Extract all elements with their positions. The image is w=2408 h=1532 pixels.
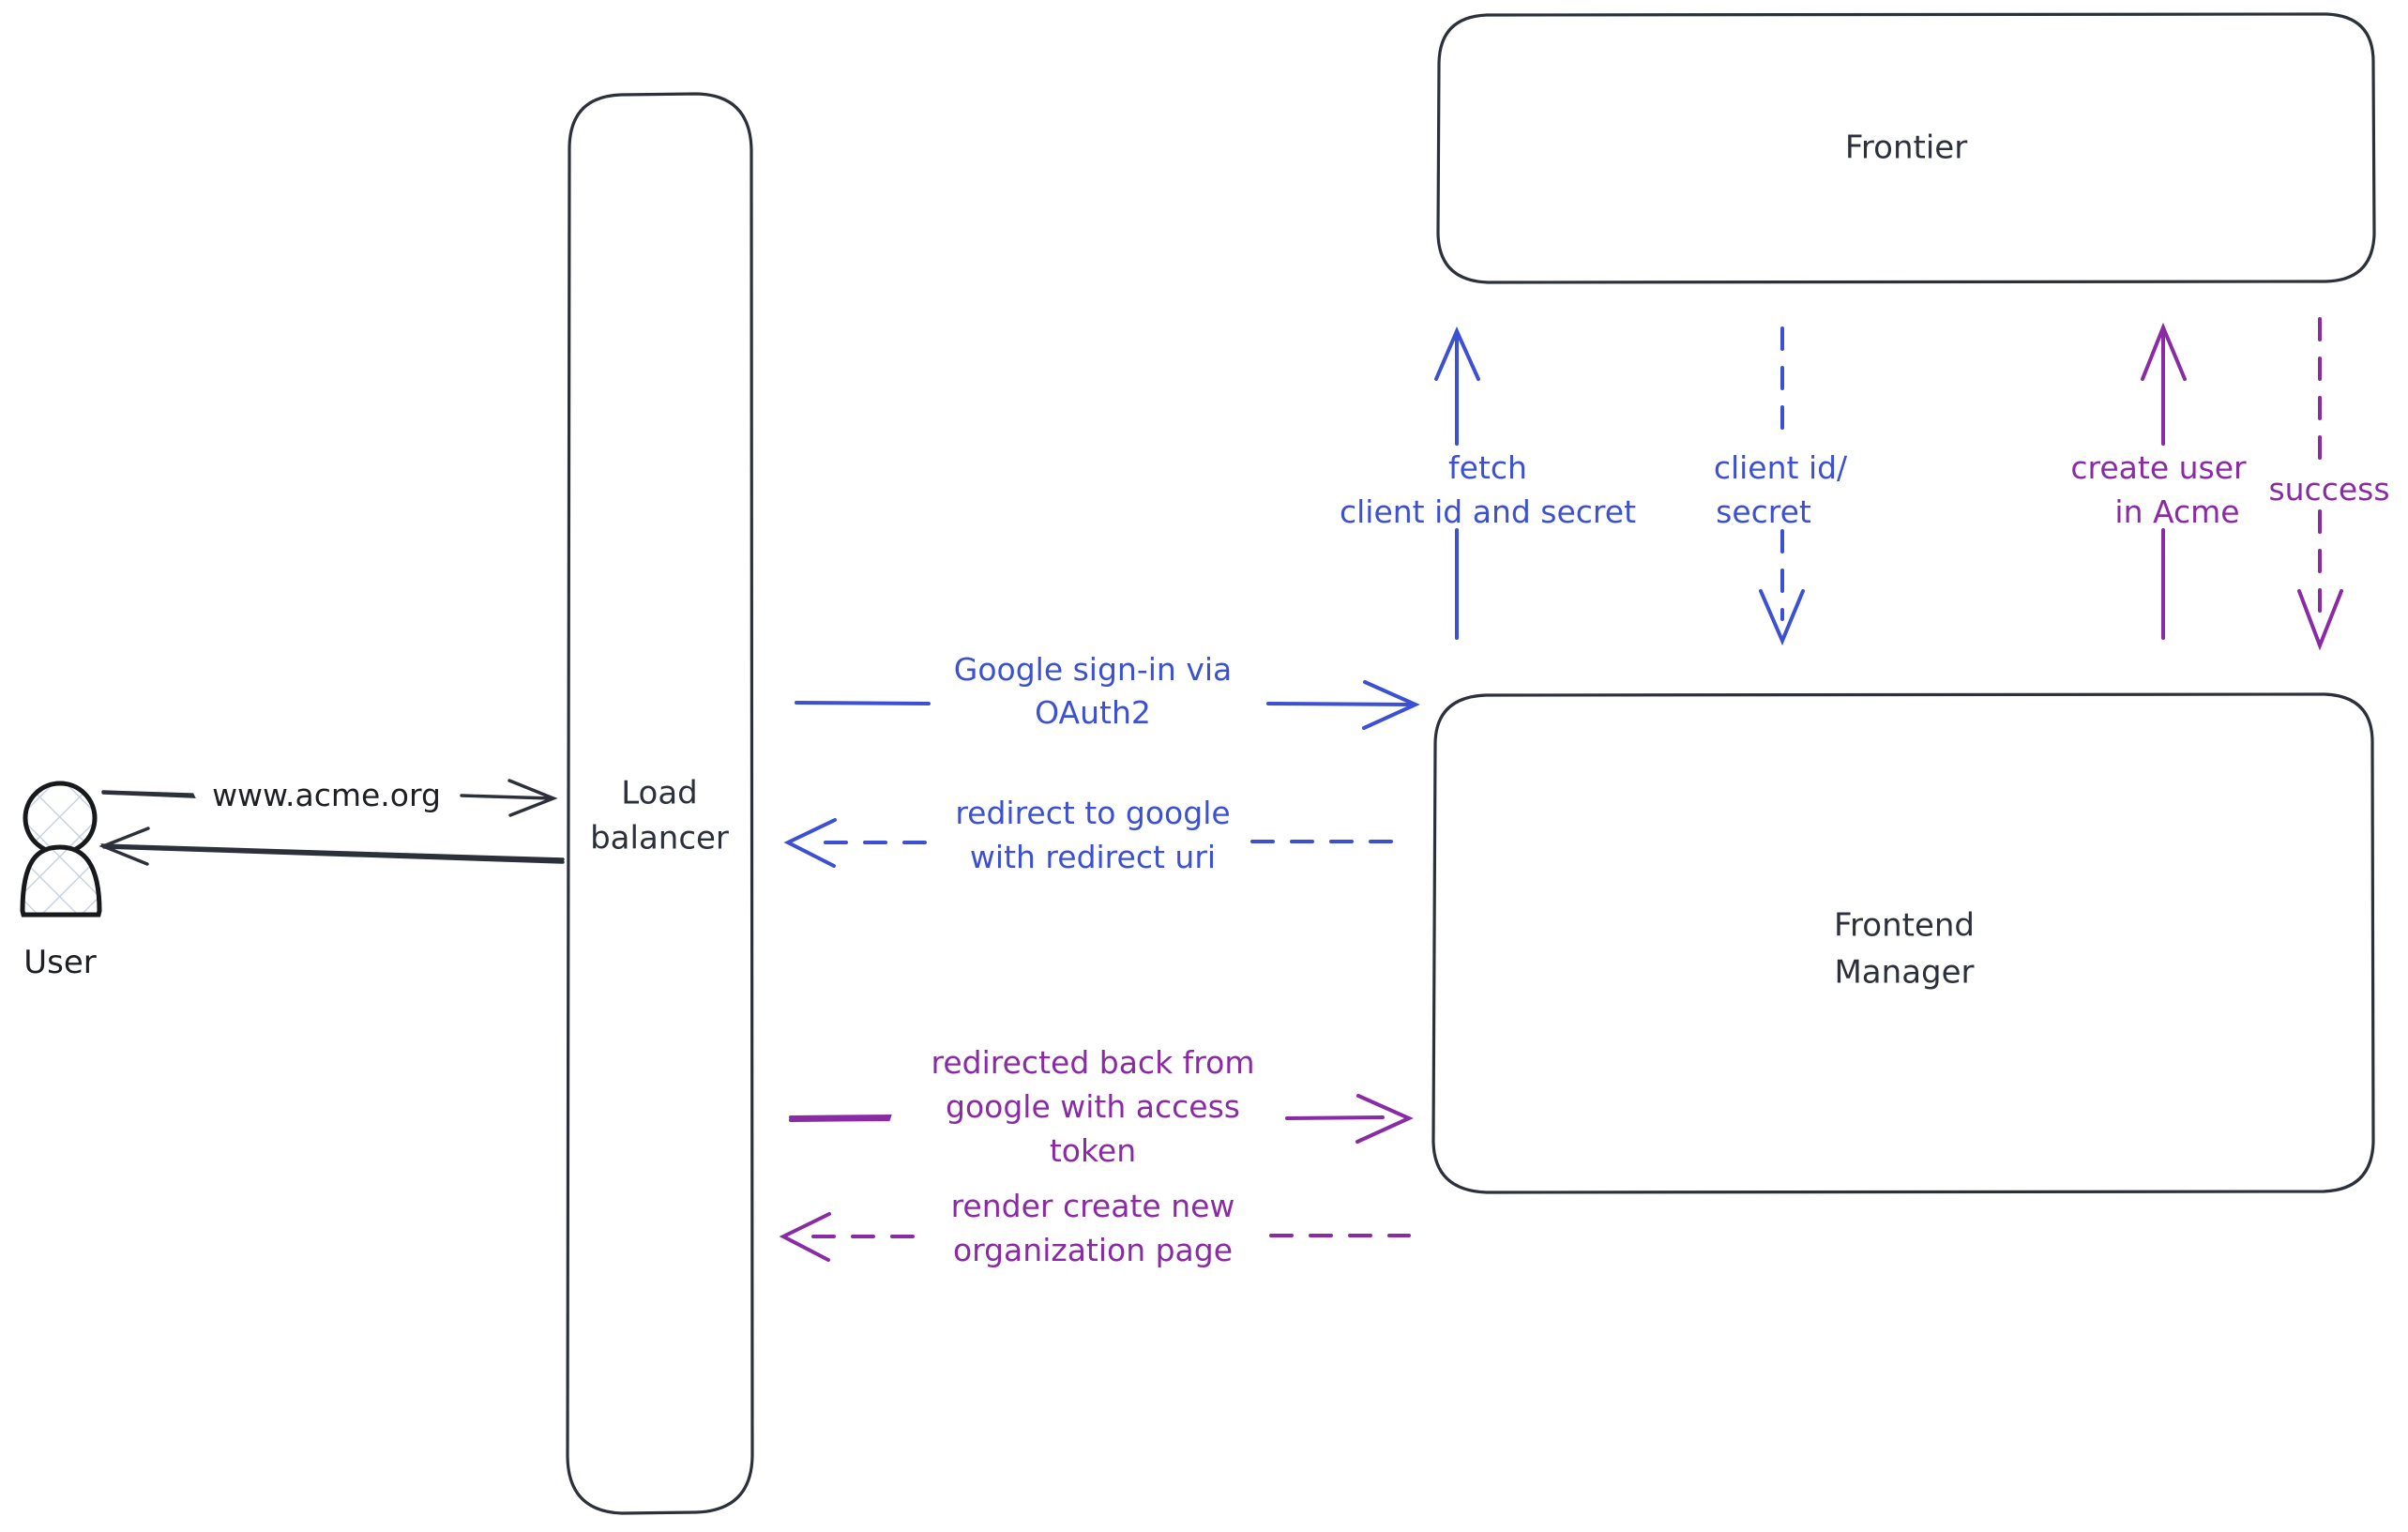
arrowhead-up (1434, 326, 1480, 381)
person-icon-body (20, 844, 102, 918)
arrowhead-right (507, 779, 558, 817)
edge-label-line1: redirect to google (955, 795, 1230, 831)
edge-label-line2: organization page (953, 1232, 1233, 1268)
arrowhead-down (1759, 589, 1805, 646)
edge-label-line1: render create new (951, 1188, 1235, 1224)
edge-label-line1: create user (2070, 449, 2247, 486)
edge-frontier-to-fm-success[interactable]: success (2268, 317, 2390, 651)
node-frontend-manager[interactable]: Frontend Manager (1431, 692, 2375, 1194)
load-balancer-label-line2: balancer (590, 820, 729, 857)
frontend-manager-label-line2: Manager (1834, 954, 1974, 992)
edge-line-right-segment (460, 794, 553, 800)
arrowhead-left (779, 1212, 831, 1262)
frontend-manager-label-line1: Frontend (1834, 907, 1975, 945)
arrowhead-up (2141, 322, 2187, 381)
edge-label-line1: Google sign-in via (954, 651, 1232, 688)
edge-label-line2: in Acme (2114, 493, 2239, 530)
edge-label-line1: client id/ (1714, 449, 1848, 486)
person-icon-head (23, 781, 98, 856)
actor-user[interactable]: User (20, 781, 102, 981)
frontend-manager-box[interactable] (1431, 692, 2375, 1194)
edge-label-line2: OAuth2 (1035, 694, 1151, 731)
arrowhead-right (1355, 1094, 1414, 1144)
edge-line-left-segment (789, 1114, 892, 1122)
frontier-box[interactable] (1436, 12, 2376, 284)
arrowhead-left (783, 818, 837, 868)
edge-label-line2: google with access (946, 1088, 1240, 1125)
node-frontier[interactable]: Frontier (1436, 12, 2376, 284)
edge-line-return (100, 843, 565, 864)
edge-label-www-acme-org: www.acme.org (212, 777, 441, 813)
edge-lb-to-fm-google-signin[interactable]: Google sign-in via OAuth2 (795, 651, 1420, 731)
edge-label-line1: fetch (1448, 449, 1527, 486)
edge-label-line2: secret (1716, 493, 1811, 530)
user-label: User (23, 944, 97, 981)
edge-label-line3: token (1050, 1132, 1136, 1169)
node-load-balancer[interactable]: Load balancer (566, 92, 754, 1515)
edge-lb-to-fm-access-token[interactable]: redirected back from google with access … (789, 1044, 1414, 1169)
edge-frontier-to-fm-client-credentials[interactable]: client id/ secret (1714, 326, 1848, 646)
edge-line-left-segment (795, 701, 931, 705)
arrowhead-right (1362, 680, 1420, 730)
edge-label-line2: client id and secret (1340, 493, 1636, 530)
edge-user-to-load-balancer[interactable]: www.acme.org (101, 777, 558, 817)
edge-line-right-segment (1266, 702, 1414, 706)
edge-fm-to-frontier-create-user[interactable]: create user in Acme (2070, 322, 2247, 640)
edge-label-success: success (2268, 471, 2389, 508)
edge-line-left-segment (101, 790, 196, 798)
edge-line-right-segment (1285, 1115, 1385, 1120)
arrowhead-down (2297, 589, 2343, 651)
edge-fm-to-lb-redirect-google[interactable]: redirect to google with redirect uri (783, 795, 1409, 875)
edge-label-line1: redirected back from (931, 1044, 1255, 1081)
arrowhead-left (98, 827, 150, 866)
load-balancer-label-line1: Load (621, 775, 698, 812)
frontier-label: Frontier (1845, 129, 1967, 167)
edge-fm-to-lb-render-org-page[interactable]: render create new organization page (779, 1188, 1411, 1268)
edge-load-balancer-to-user[interactable] (98, 827, 565, 866)
edge-fm-to-frontier-fetch-credentials[interactable]: fetch client id and secret (1340, 326, 1636, 640)
edge-label-line2: with redirect uri (970, 839, 1216, 875)
load-balancer-box[interactable] (566, 92, 754, 1515)
